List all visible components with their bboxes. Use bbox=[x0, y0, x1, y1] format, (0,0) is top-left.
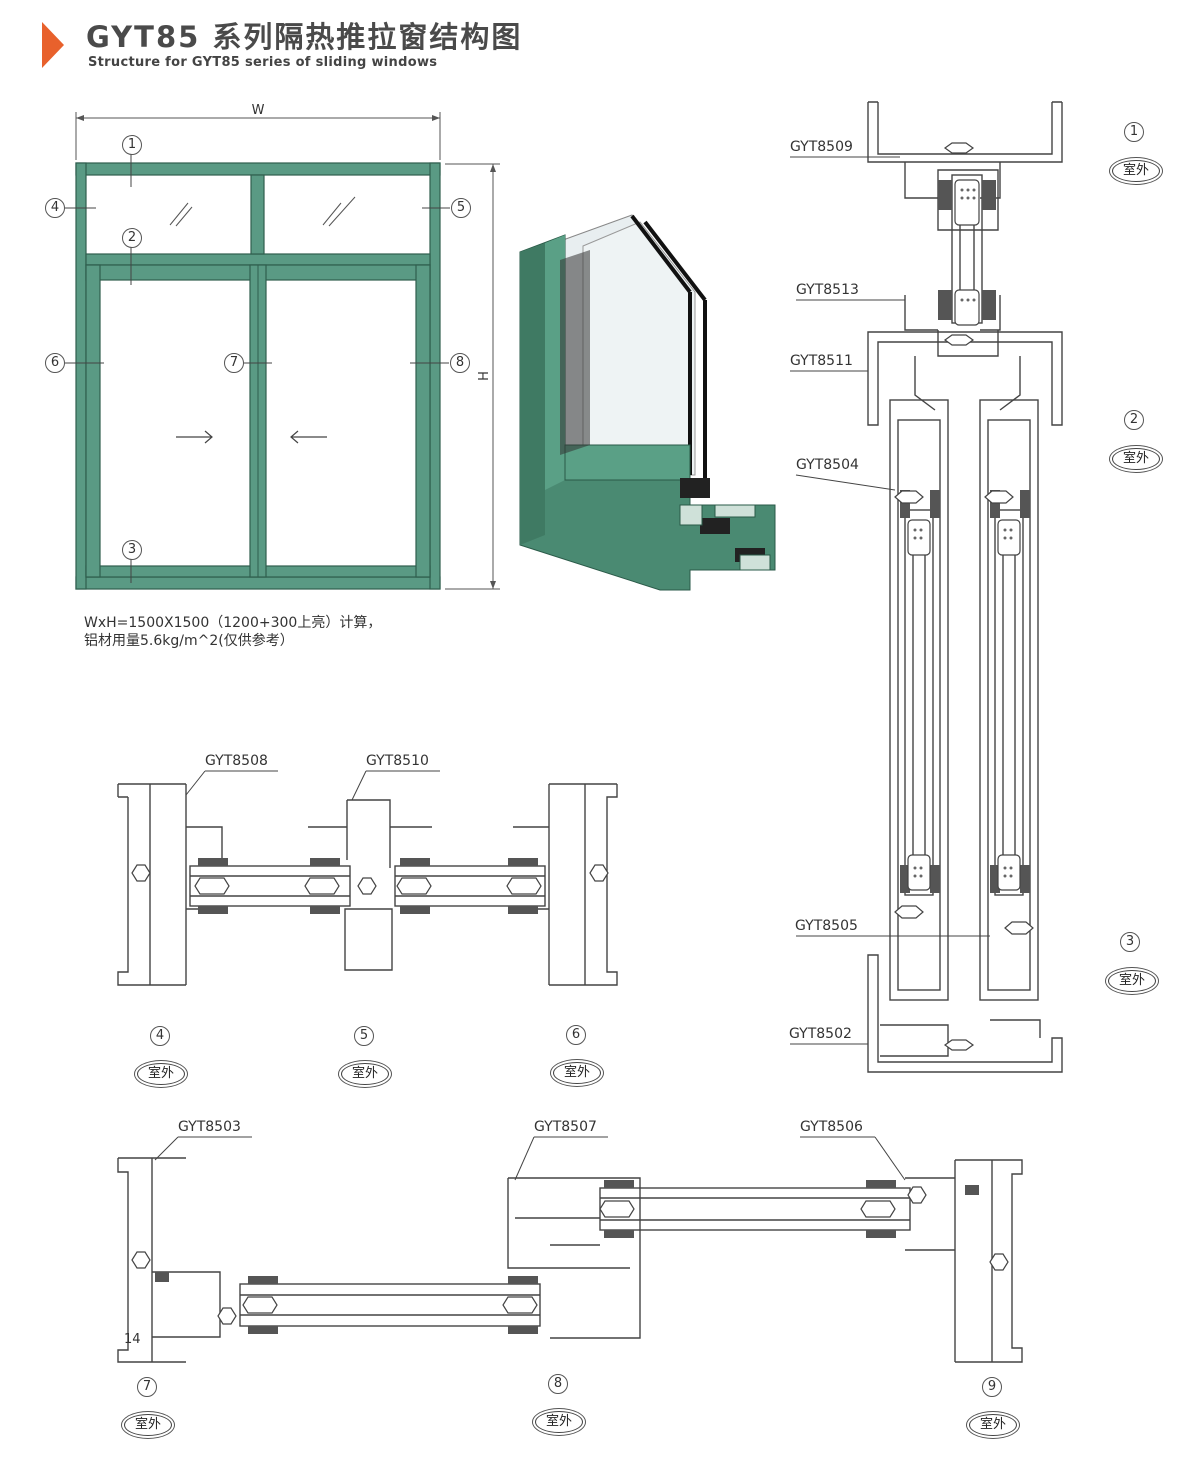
profile-3d-render bbox=[519, 214, 776, 591]
profile-label-gyt8507: GYT8507 bbox=[534, 1119, 597, 1135]
callout-8: 8 bbox=[450, 353, 470, 373]
profile-label-gyt8513: GYT8513 bbox=[796, 282, 859, 298]
note-line-1: WxH=1500X1500（1200+300上亮）计算， bbox=[84, 615, 382, 631]
profile-label-gyt8510: GYT8510 bbox=[366, 753, 429, 769]
horizontal-section-top-drawing bbox=[117, 770, 618, 986]
profile-label-gyt8506: GYT8506 bbox=[800, 1119, 863, 1135]
window-elevation-drawing: W H bbox=[65, 103, 500, 590]
glass-hatch-icon bbox=[169, 196, 356, 227]
outside-badge-2: 室外 bbox=[1112, 448, 1160, 470]
page-title: GYT85 系列隔热推拉窗结构图 bbox=[86, 20, 523, 54]
section-callout-4: 4 bbox=[150, 1026, 170, 1046]
callout-4: 4 bbox=[45, 198, 65, 218]
callout-5: 5 bbox=[451, 198, 471, 218]
outside-badge-6: 室外 bbox=[553, 1062, 601, 1084]
page-subtitle: Structure for GYT85 series of sliding wi… bbox=[88, 55, 438, 70]
callout-6: 6 bbox=[45, 353, 65, 373]
profile-label-gyt8505: GYT8505 bbox=[795, 918, 858, 934]
outside-badge-1: 室外 bbox=[1112, 160, 1160, 182]
section-callout-2: 2 bbox=[1124, 410, 1144, 430]
header-accent-arrow-icon bbox=[42, 22, 64, 68]
outside-badge-9: 室外 bbox=[969, 1414, 1017, 1436]
profile-label-gyt8511: GYT8511 bbox=[790, 353, 853, 369]
callout-3: 3 bbox=[122, 540, 142, 560]
section-callout-5: 5 bbox=[354, 1026, 374, 1046]
vertical-section-drawing bbox=[790, 101, 1063, 1073]
section-callout-3: 3 bbox=[1120, 932, 1140, 952]
outside-badge-3: 室外 bbox=[1108, 970, 1156, 992]
section-callout-1: 1 bbox=[1124, 122, 1144, 142]
section-callout-8: 8 bbox=[548, 1374, 568, 1394]
height-dimension-label: H bbox=[477, 371, 492, 381]
dimension-label-14: 14 bbox=[124, 1332, 141, 1347]
arrow-left-icon bbox=[290, 430, 327, 444]
outside-badge-8: 室外 bbox=[535, 1411, 583, 1433]
material-note: WxH=1500X1500（1200+300上亮）计算， 铝材用量5.6kg/m… bbox=[84, 614, 381, 650]
profile-label-gyt8509: GYT8509 bbox=[790, 139, 853, 155]
note-line-2: 铝材用量5.6kg/m^2(仅供参考） bbox=[84, 633, 294, 649]
horizontal-section-bottom-drawing bbox=[117, 1136, 1023, 1363]
callout-2: 2 bbox=[122, 228, 142, 248]
section-callout-7: 7 bbox=[137, 1377, 157, 1397]
profile-label-gyt8508: GYT8508 bbox=[205, 753, 268, 769]
width-dimension-label: W bbox=[252, 103, 265, 118]
arrow-right-icon bbox=[176, 430, 213, 444]
section-callout-9: 9 bbox=[982, 1377, 1002, 1397]
outside-badge-5: 室外 bbox=[341, 1063, 389, 1085]
outside-badge-4: 室外 bbox=[137, 1063, 185, 1085]
profile-label-gyt8504: GYT8504 bbox=[796, 457, 859, 473]
profile-label-gyt8502: GYT8502 bbox=[789, 1026, 852, 1042]
profile-label-gyt8503: GYT8503 bbox=[178, 1119, 241, 1135]
callout-7: 7 bbox=[224, 353, 244, 373]
callout-1: 1 bbox=[122, 135, 142, 155]
outside-badge-7: 室外 bbox=[124, 1414, 172, 1436]
section-callout-6: 6 bbox=[566, 1025, 586, 1045]
